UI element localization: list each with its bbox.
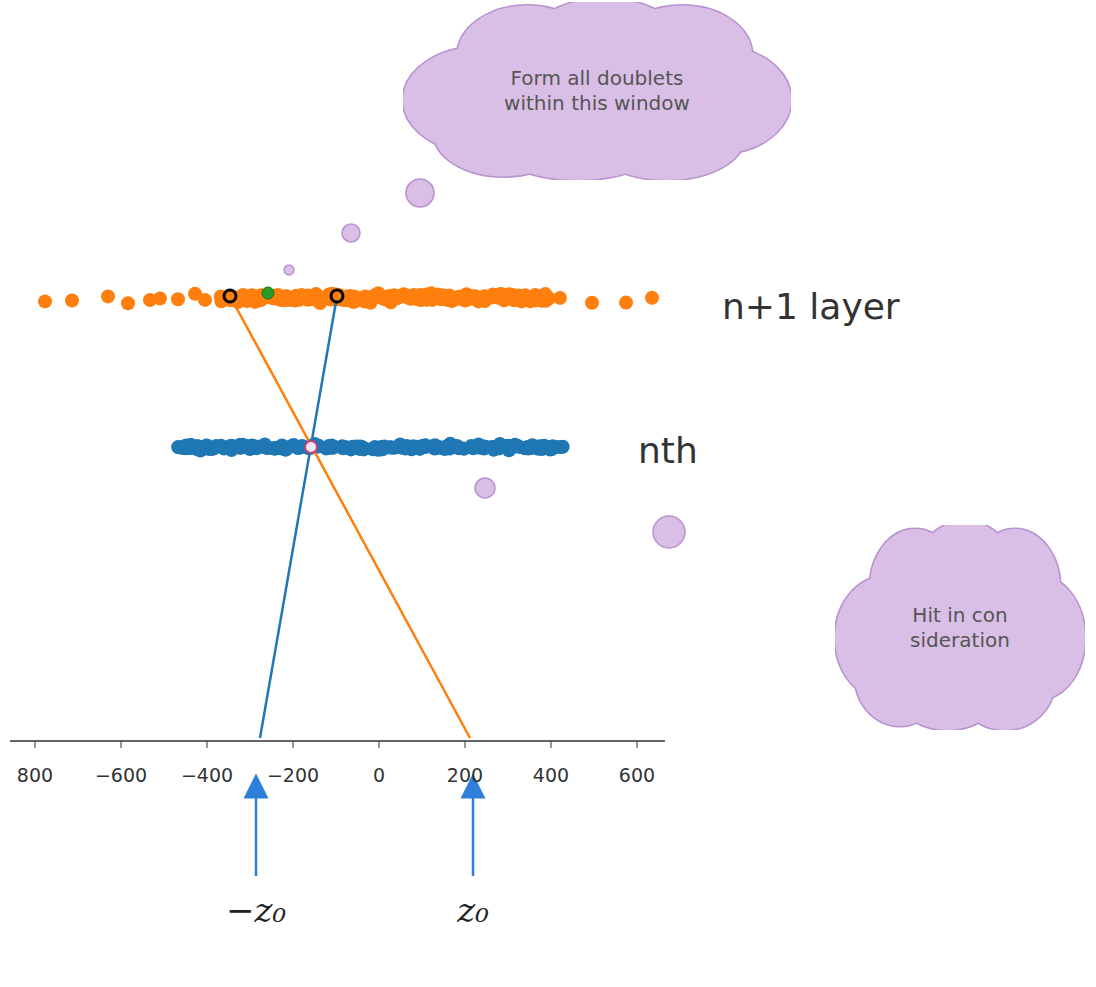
hit-dot [619, 296, 633, 310]
inner-layer-hits [171, 437, 570, 458]
hit-dot [306, 292, 320, 306]
z0-label: z₀ [457, 890, 489, 930]
hit-dot [508, 438, 522, 452]
cloud-text: Hit in consideration [910, 603, 1010, 653]
window-edge-hit [224, 290, 236, 302]
hit-dot [390, 291, 404, 305]
tick-mark [551, 741, 552, 748]
hit-dot [420, 293, 434, 307]
hit-dot [288, 294, 302, 308]
axis-tick-label: 800 [17, 764, 53, 786]
tick-mark [293, 741, 294, 748]
hit-dot [38, 294, 52, 308]
axis [10, 740, 665, 742]
hit-dot [405, 290, 419, 304]
hit-dot [545, 442, 559, 456]
thought-cloud: Hit in consideration [835, 525, 1085, 730]
thought-cloud: Form all doublets within this window [403, 2, 791, 180]
doublet-line [260, 296, 337, 738]
z0-label: −z₀ [226, 890, 286, 930]
hit-dot [349, 440, 363, 454]
tick-mark [465, 741, 466, 748]
hit-dot [553, 291, 567, 305]
hit-dot [585, 296, 599, 310]
hit-dot [538, 292, 552, 306]
doublet-line [230, 296, 470, 738]
hit-dot [355, 292, 369, 306]
hit-dot [441, 293, 455, 307]
hit-dot [525, 441, 539, 455]
window-edge-hit [331, 290, 343, 302]
hit-dot [319, 442, 333, 456]
axis-tick-label: 200 [447, 764, 483, 786]
axis-tick-label: −600 [95, 764, 147, 786]
hit-dot [184, 438, 198, 452]
thought-bubbles [284, 179, 685, 548]
hit-dot [449, 439, 463, 453]
outer-layer-hits [38, 286, 659, 310]
hit-in-consideration [305, 441, 317, 453]
hit-dot [153, 292, 167, 306]
hit-dot [121, 296, 135, 310]
hit-dot [414, 440, 428, 454]
hit-dot [101, 289, 115, 303]
axis-tick-label: 600 [619, 764, 655, 786]
hit-dot [198, 293, 212, 307]
hit-dot [304, 439, 318, 453]
axis-tick-label: −200 [267, 764, 319, 786]
cloud-text: Form all doublets within this window [502, 66, 692, 116]
hit-dot [645, 291, 659, 305]
layer-label: n+1 layer [722, 286, 900, 327]
hit-dot [504, 291, 518, 305]
tick-mark [379, 741, 380, 748]
hit-dot [472, 438, 486, 452]
hit-dot [304, 439, 318, 453]
tick-mark [207, 741, 208, 748]
hit-dot [208, 441, 222, 455]
hit-dot [258, 437, 272, 451]
hit-dot [461, 291, 475, 305]
hit-dot [385, 440, 399, 454]
hit-dot [171, 292, 185, 306]
hit-dot [479, 291, 493, 305]
layer-label: nth [638, 430, 698, 471]
hit-dot [495, 439, 509, 453]
candidate-hit [262, 287, 274, 299]
axis-tick-label: 0 [373, 764, 385, 786]
pointer-arrow [472, 786, 475, 876]
axis-tick-label: 400 [533, 764, 569, 786]
tick-mark [35, 741, 36, 748]
hit-dot [225, 443, 239, 457]
tick-mark [121, 741, 122, 748]
hit-dot [65, 294, 79, 308]
axis-tick-label: −400 [181, 764, 233, 786]
axis-ticks [35, 741, 637, 748]
pointer-arrow [255, 786, 258, 876]
tick-mark [637, 741, 638, 748]
